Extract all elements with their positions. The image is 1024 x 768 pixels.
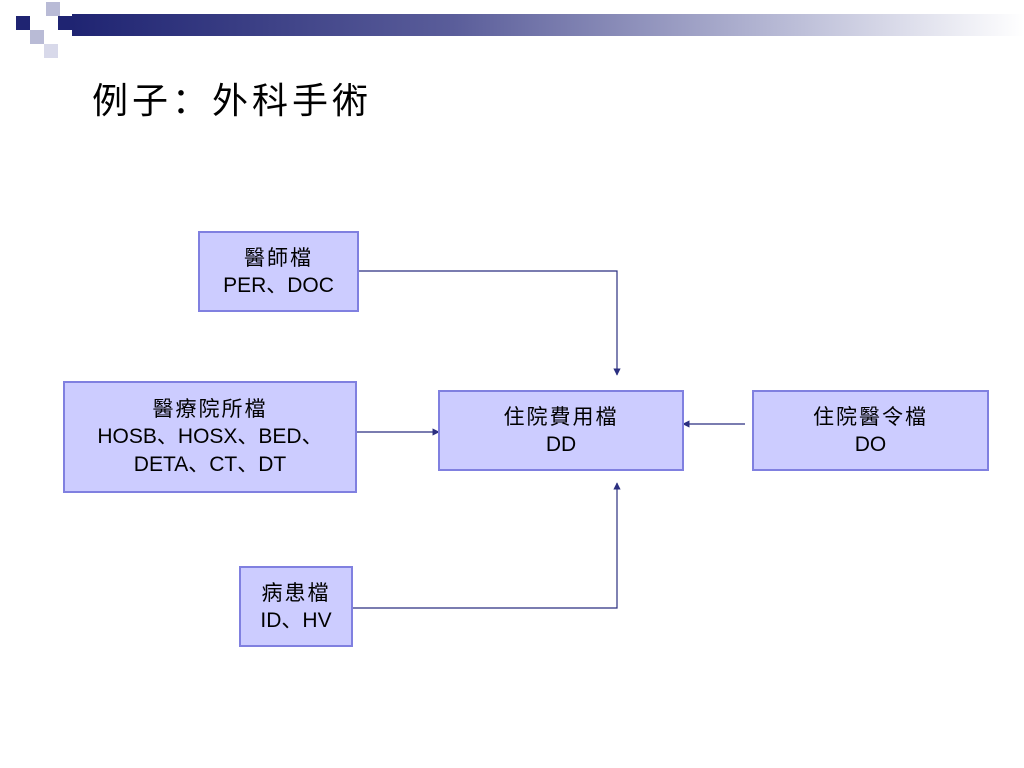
decor-square-dark bbox=[58, 16, 72, 30]
decor-square-dark bbox=[16, 16, 30, 30]
decor-square-light bbox=[44, 44, 58, 58]
connector-doctor-to-fee bbox=[358, 270, 621, 376]
connector-patient-to-fee bbox=[352, 482, 621, 609]
patient-box-name: 病患檔 bbox=[261, 580, 331, 605]
header-gradient-bar bbox=[72, 14, 1024, 36]
inpatient-order-box-codes: DO bbox=[854, 432, 887, 456]
inpatient-order-box-name: 住院醫令檔 bbox=[813, 404, 928, 429]
hospital-box-name: 醫療院所檔 bbox=[152, 397, 268, 421]
inpatient-order-box: 住院醫令檔 DO bbox=[752, 390, 989, 471]
patient-box: 病患檔 ID、HV bbox=[239, 566, 353, 647]
hospital-box-codes-line2: DETA、CT、DT bbox=[133, 453, 287, 476]
doctor-box-name: 醫師檔 bbox=[244, 245, 313, 270]
hospital-box: 醫療院所檔 HOSB、HOSX、BED、 DETA、CT、DT bbox=[63, 381, 357, 493]
inpatient-fee-box: 住院費用檔 DD bbox=[438, 390, 684, 471]
decor-square-light bbox=[30, 30, 44, 44]
inpatient-fee-box-codes: DD bbox=[545, 432, 577, 456]
hospital-box-codes-line1: HOSB、HOSX、BED、 bbox=[97, 425, 323, 448]
inpatient-fee-box-name: 住院費用檔 bbox=[503, 404, 619, 429]
doctor-box: 醫師檔 PER、DOC bbox=[198, 231, 359, 312]
doctor-box-codes: PER、DOC bbox=[223, 273, 334, 297]
decor-square-light bbox=[46, 2, 60, 16]
page-title: 例子：外科手術 bbox=[92, 81, 373, 122]
patient-box-codes: ID、HV bbox=[260, 608, 332, 632]
